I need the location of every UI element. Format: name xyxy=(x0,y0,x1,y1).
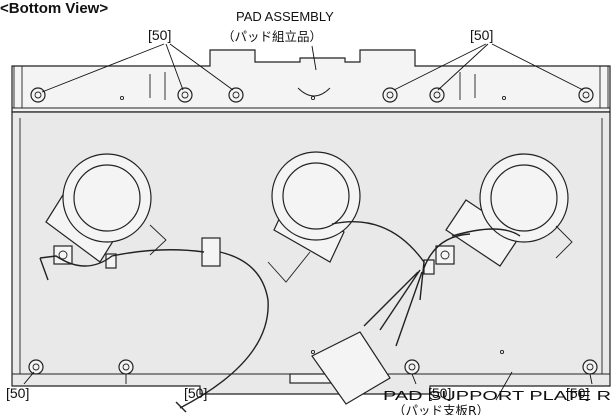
pad-support-plate xyxy=(11,111,611,395)
wire-clamp xyxy=(201,237,221,267)
screw-top-1 xyxy=(30,87,46,103)
screw-ref-bottom-3: [50] xyxy=(428,385,451,401)
pad-support-plate-label-jp: （パッド支板R） xyxy=(393,403,489,415)
pad-center xyxy=(271,151,361,263)
pad-assembly-label: PAD ASSEMBLY xyxy=(236,9,334,24)
pad-assembly-label-jp: （パッド組立品） xyxy=(222,29,322,44)
screw-bottom-2 xyxy=(118,359,134,375)
pad-left xyxy=(45,153,152,263)
screw-ref-bottom-2: [50] xyxy=(184,385,207,401)
screw-bottom-3 xyxy=(404,359,420,375)
screw-bottom-1 xyxy=(28,359,44,375)
chevron-mark-right xyxy=(555,225,573,259)
chevron-mark-center xyxy=(267,251,311,283)
pad-support-plate-label: PAD SUPPORT PLATE R xyxy=(383,388,611,403)
wire-harness xyxy=(39,220,521,413)
leader-lines-top xyxy=(41,43,584,93)
screw-top-4 xyxy=(382,87,398,103)
screw-bottom-4 xyxy=(582,359,598,375)
pad-assembly xyxy=(11,49,611,113)
pad-right xyxy=(445,153,569,267)
screw-top-5 xyxy=(429,87,445,103)
screw-top-6 xyxy=(578,87,594,103)
leader-lines-bottom xyxy=(23,371,593,401)
diagram-title: <Bottom View> xyxy=(0,0,108,17)
screw-ref-bottom-1: [50] xyxy=(6,385,29,401)
screw-ref-top-left: [50] xyxy=(148,27,171,43)
sensor-left xyxy=(53,245,117,269)
screw-ref-bottom-4: [50] xyxy=(566,385,589,401)
connector-bundle xyxy=(311,269,423,405)
screw-top-2 xyxy=(177,87,193,103)
screw-top-3 xyxy=(228,87,244,103)
screw-ref-top-right: [50] xyxy=(470,27,493,43)
